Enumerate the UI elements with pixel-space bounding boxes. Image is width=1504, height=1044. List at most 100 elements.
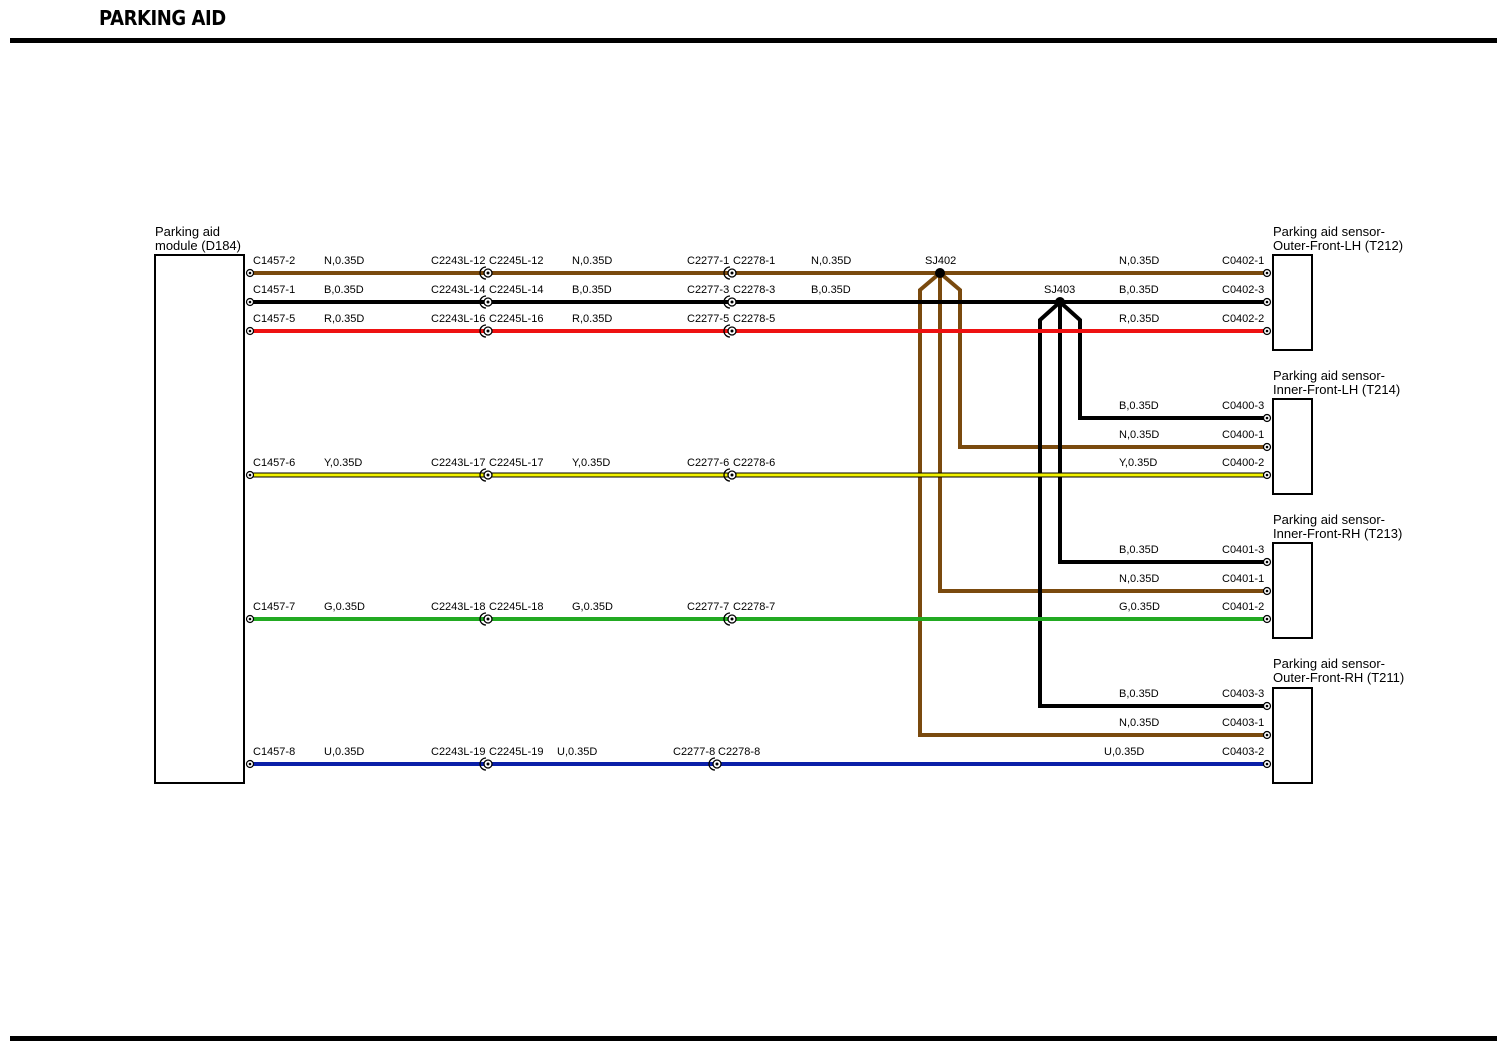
- branch-wire-b-to-c0401-3: [1058, 302, 1266, 564]
- sensor-box-inner-front-lh: [1272, 398, 1313, 495]
- module-label-line2: module (D184): [155, 238, 241, 253]
- module-pin-label: C1457-2: [253, 255, 295, 267]
- components-layer: Parking aid module (D184) Parking aid se…: [154, 224, 1404, 784]
- sensor-label-line2: Inner-Front-LH (T214): [1273, 382, 1400, 397]
- wire-spec-label: B,0.35D: [1119, 688, 1159, 700]
- connector-label: C2278-7: [733, 601, 775, 613]
- sensor-pin-symbol: [1262, 442, 1272, 452]
- connector-label: C2243L-12: [431, 255, 485, 267]
- connector-label: C2245L-16: [489, 313, 543, 325]
- connector-label: C2277-6: [687, 457, 729, 469]
- wire-spec-label: B,0.35D: [1119, 400, 1159, 412]
- wire-spec-label: G,0.35D: [324, 601, 365, 613]
- inline-connector-symbol: [723, 324, 737, 338]
- footer-rule: [10, 1036, 1497, 1041]
- wire-spec-label: N,0.35D: [1119, 255, 1159, 267]
- sensor-pin-symbol: [1262, 614, 1272, 624]
- sensor-pin-symbol: [1262, 413, 1272, 423]
- wire-spec-label: N,0.35D: [1119, 717, 1159, 729]
- connector-label: C2277-1: [687, 255, 729, 267]
- module-pin-symbol: [245, 614, 255, 624]
- inline-connector-symbol: [479, 266, 493, 280]
- connector-label: C2277-3: [687, 284, 729, 296]
- sensor-pin-symbol: [1262, 730, 1272, 740]
- connector-label: C2245L-12: [489, 255, 543, 267]
- branch-wire-n-to-c0401-1: [938, 273, 1266, 593]
- wire-spec-label: R,0.35D: [1119, 313, 1159, 325]
- connector-label: C2278-8: [718, 746, 760, 758]
- splice-dot-sj402: [935, 268, 945, 278]
- sensor-pin-label: C0400-2: [1222, 457, 1264, 469]
- header-rule: [10, 38, 1497, 43]
- sensor-box-outer-front-lh: [1272, 254, 1313, 351]
- connector-label: C2278-6: [733, 457, 775, 469]
- connector-label: C2278-5: [733, 313, 775, 325]
- module-pin-symbol: [245, 326, 255, 336]
- sensor-label-line2: Outer-Front-LH (T212): [1273, 238, 1403, 253]
- wire-spec-label: R,0.35D: [324, 313, 364, 325]
- splice-dot-sj403: [1055, 297, 1065, 307]
- wire-spec-label: Y,0.35D: [1119, 457, 1157, 469]
- wire-spec-label: N,0.35D: [1119, 573, 1159, 585]
- branch-wire-b-to-c0403-3: [1038, 320, 1266, 708]
- wire-spec-label: B,0.35D: [572, 284, 612, 296]
- sensor-pin-label: C0403-2: [1222, 746, 1264, 758]
- module-box: [154, 254, 245, 784]
- module-pin-label: C1457-8: [253, 746, 295, 758]
- inline-connector-symbol: [708, 757, 722, 771]
- connector-label: C2243L-18: [431, 601, 485, 613]
- splice-label-sj403: SJ403: [1044, 284, 1075, 296]
- sensor-label-line1: Parking aid sensor-: [1273, 224, 1385, 239]
- sensor-box-inner-front-rh: [1272, 542, 1313, 639]
- module-pin-label: C1457-1: [253, 284, 295, 296]
- sensor-label-line2: Outer-Front-RH (T211): [1273, 670, 1404, 685]
- connector-label: C2243L-17: [431, 457, 485, 469]
- wire-spec-label: G,0.35D: [1119, 601, 1160, 613]
- sensor-pin-label: C0403-3: [1222, 688, 1264, 700]
- sensor-pin-label: C0400-1: [1222, 429, 1264, 441]
- wire-spec-label: Y,0.35D: [572, 457, 610, 469]
- sensor-box-outer-front-rh: [1272, 687, 1313, 784]
- inline-connector-symbol: [723, 295, 737, 309]
- sensor-pin-symbol: [1262, 326, 1272, 336]
- inline-connector-symbol: [723, 266, 737, 280]
- wire-spec-label: G,0.35D: [572, 601, 613, 613]
- sensor-pin-label: C0402-2: [1222, 313, 1264, 325]
- splice-label-sj402: SJ402: [925, 255, 956, 267]
- sensor-pin-label: C0403-1: [1222, 717, 1264, 729]
- module-pin-label: C1457-6: [253, 457, 295, 469]
- wire-spec-label: N,0.35D: [572, 255, 612, 267]
- connector-label: C2278-3: [733, 284, 775, 296]
- connector-label: C2277-8: [673, 746, 715, 758]
- sensor-pin-symbol: [1262, 297, 1272, 307]
- sensor-pin-symbol: [1262, 586, 1272, 596]
- connector-label: C2245L-14: [489, 284, 543, 296]
- sensor-label-line1: Parking aid sensor-: [1273, 368, 1385, 383]
- connector-label: C2278-1: [733, 255, 775, 267]
- sensor-pin-symbol: [1262, 268, 1272, 278]
- page-title: PARKING AID: [99, 6, 226, 30]
- sensor-pin-label: C0401-1: [1222, 573, 1264, 585]
- inline-connector-symbol: [479, 468, 493, 482]
- connector-label: C2245L-18: [489, 601, 543, 613]
- wire-spec-label: B,0.35D: [811, 284, 851, 296]
- module-pin-label: C1457-7: [253, 601, 295, 613]
- inline-connector-symbol: [723, 612, 737, 626]
- wire-spec-label: U,0.35D: [324, 746, 364, 758]
- module-pin-symbol: [245, 470, 255, 480]
- sensor-pin-label: C0401-3: [1222, 544, 1264, 556]
- sensor-pin-symbol: [1262, 557, 1272, 567]
- branch-wire-n-to-c0400-1: [918, 270, 1266, 735]
- sensor-pin-symbol: [1262, 759, 1272, 769]
- wire-spec-label: U,0.35D: [557, 746, 597, 758]
- sensor-pin-label: C0401-2: [1222, 601, 1264, 613]
- wire-spec-label: R,0.35D: [572, 313, 612, 325]
- branch-wire-n-to-c0403-1: [918, 290, 1266, 737]
- branch-wire-b-to-c0400-3: [1038, 299, 1266, 706]
- sensor-label-line1: Parking aid sensor-: [1273, 512, 1385, 527]
- wire-spec-label: B,0.35D: [1119, 544, 1159, 556]
- module-label-line1: Parking aid: [155, 224, 220, 239]
- wire-spec-label: Y,0.35D: [324, 457, 362, 469]
